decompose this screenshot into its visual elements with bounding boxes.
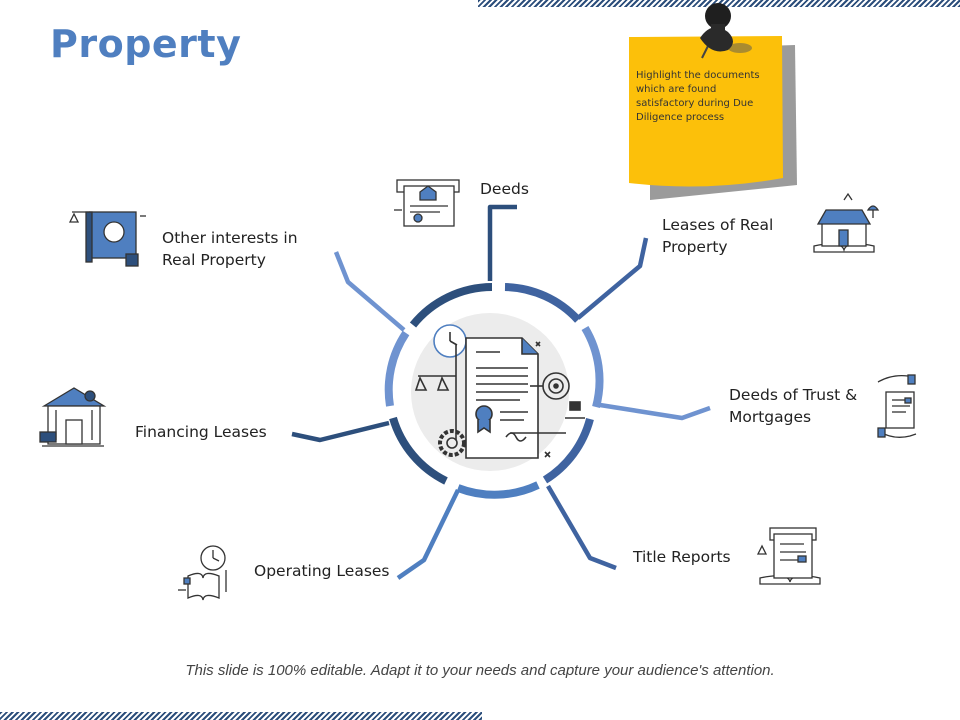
sticky-note-text: Highlight the documents which are found …	[636, 70, 760, 123]
hands-document-icon	[877, 374, 917, 438]
document-certificate-icon	[414, 324, 585, 459]
bottom-stripe	[0, 712, 482, 720]
label-financing-leases: Financing Leases	[135, 423, 267, 441]
label-leases-of-real-property: Leases of Real Property	[662, 216, 774, 256]
connectors	[291, 204, 711, 580]
document-on-book-icon	[756, 527, 821, 585]
pushpin-icon	[700, 3, 752, 59]
law-book-icon	[68, 211, 146, 267]
clock-book-icon	[178, 545, 227, 601]
central-ring	[384, 283, 604, 499]
label-other-interests: Other interests in Real Property	[162, 229, 298, 269]
sticky-note	[629, 36, 797, 200]
label-deeds-of-trust: Deeds of Trust & Mortgages	[729, 386, 858, 426]
page-title: Property	[50, 22, 242, 66]
label-deeds: Deeds	[480, 180, 529, 198]
label-operating-leases: Operating Leases	[254, 562, 390, 580]
label-title-reports: Title Reports	[633, 548, 731, 566]
bank-icon	[39, 387, 107, 447]
certificate-icon	[394, 179, 460, 227]
house-on-book-icon	[813, 192, 880, 253]
footer-note: This slide is 100% editable. Adapt it to…	[185, 662, 775, 679]
